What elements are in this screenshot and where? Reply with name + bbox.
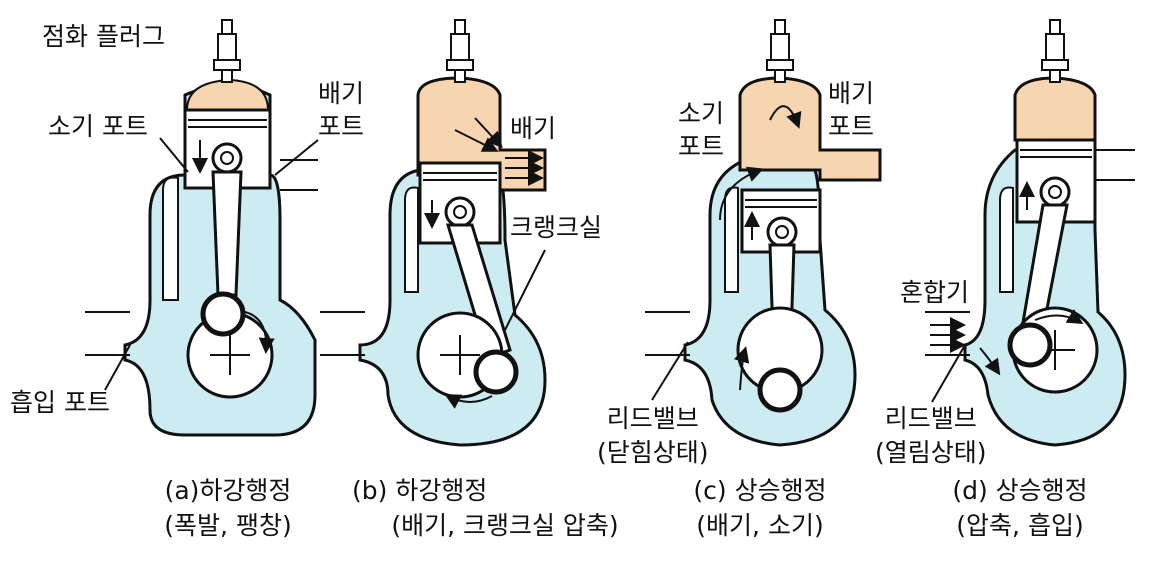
caption-c: (c) 상승행정 (배기, 소기) <box>660 478 860 538</box>
engine-d-transfer-channel <box>999 186 1014 293</box>
caption-b: (b) 하강행정 (배기, 크랭크실 압축) <box>340 478 670 538</box>
engine-a-combustion-gas <box>185 78 270 111</box>
label-mixture: 혼합기 <box>900 278 970 307</box>
engine-c-cylinder-gas <box>738 76 882 182</box>
engine-c <box>645 19 882 447</box>
label-transfer-port: 소기 포트 <box>48 112 148 141</box>
engine-a-crank-pin <box>200 291 246 337</box>
engine-d-crank-pin <box>1007 322 1053 368</box>
engine-d-compressed-gas <box>1013 76 1097 142</box>
engine-b-spark-plug <box>446 19 474 83</box>
caption-d: (d) 상승행정 (압축, 흡입) <box>915 478 1125 538</box>
engine-b-connecting-rod <box>445 223 512 360</box>
label-exhaust-port-c: 배기 포트 <box>828 79 875 141</box>
caption-b-title: (b) 하강행정 <box>352 476 488 505</box>
engine-c-crank-pin <box>757 367 803 413</box>
engine-a-spark-plug <box>213 19 241 83</box>
engine-d-spark-plug <box>1041 19 1069 83</box>
caption-a-title: (a)하강행정 <box>164 476 292 505</box>
caption-d-title: (d) 상승행정 <box>952 476 1088 505</box>
caption-c-title: (c) 상승행정 <box>693 476 827 505</box>
label-spark-plug: 점화 플러그 <box>42 22 165 51</box>
engine-d <box>925 19 1135 447</box>
engine-b <box>320 19 547 447</box>
engine-c-spark-plug <box>766 19 794 83</box>
engine-a-transfer-channel <box>162 176 179 301</box>
engine-a-connecting-rod <box>211 170 243 297</box>
label-reed-valve-closed: 리드밸브 (닫힘상태) <box>597 404 709 467</box>
engine-c-transfer-channel <box>724 186 739 293</box>
label-reed-valve-open: 리드밸브 (열림상태) <box>875 404 987 467</box>
caption-d-sub: (압축, 흡입) <box>956 511 1084 540</box>
caption-a-sub: (폭발, 팽창) <box>164 511 292 540</box>
caption-a: (a)하강행정 (폭발, 팽창) <box>128 478 328 538</box>
engine-b-transfer-channel <box>404 186 419 293</box>
label-transfer-port-c: 소기 포트 <box>678 99 725 161</box>
label-intake-port: 흡입 포트 <box>10 388 110 417</box>
label-exhaust-port-a: 배기 포트 <box>318 79 365 141</box>
caption-b-sub: (배기, 크랭크실 압축) <box>391 511 619 540</box>
caption-c-sub: (배기, 소기) <box>696 511 824 540</box>
engine-a <box>85 19 319 437</box>
engine-b-crank-pin <box>473 349 519 395</box>
label-exhaust-b: 배기 <box>510 114 557 143</box>
label-crankcase: 크랭크실 <box>510 213 603 242</box>
